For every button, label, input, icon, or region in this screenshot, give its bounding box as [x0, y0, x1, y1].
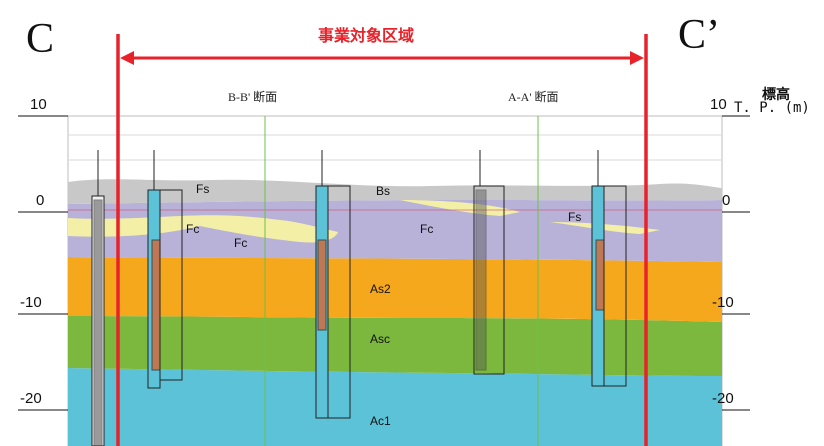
right-tick-minus-20: -20 — [712, 390, 734, 407]
borehole-2 — [147, 150, 183, 389]
layer-fs-lens-1 — [68, 215, 338, 243]
right-elevation-ticks — [722, 115, 750, 411]
elevation-title: 標高 — [762, 87, 790, 103]
layer-asc — [68, 316, 722, 376]
layer-label-fc-c: Fc — [420, 222, 434, 236]
aa-section-label: A-A' 断面 — [508, 90, 559, 104]
layer-label-asc: Asc — [370, 332, 391, 346]
borehole-4 — [473, 150, 505, 375]
borehole-3 — [315, 150, 351, 419]
left-tick-0: 0 — [36, 192, 45, 209]
layer-fs-lens-2 — [400, 200, 520, 216]
borehole-5 — [591, 150, 627, 387]
layer-fs-lens-3 — [550, 222, 660, 234]
elevation-unit: T. P. (m) — [734, 100, 810, 116]
right-marker-label: C’ — [678, 12, 720, 58]
layer-bs — [68, 179, 722, 204]
left-tick-minus-10: -10 — [20, 294, 42, 311]
borehole-1 — [91, 150, 105, 446]
layer-label-fs-left: Fs — [196, 182, 210, 196]
left-tick-minus-20: -20 — [20, 390, 42, 407]
layer-fc — [68, 200, 722, 262]
layer-label-bs: Bs — [376, 184, 391, 198]
arrowhead-left — [120, 51, 134, 65]
grid-lines — [68, 134, 722, 161]
arrowhead-right — [630, 51, 644, 65]
layer-label-ac1: Ac1 — [370, 414, 391, 428]
layer-label-fc-b: Fc — [234, 236, 248, 250]
layer-ac1 — [68, 368, 722, 446]
left-elevation-ticks — [18, 115, 68, 411]
layer-label-fs-right: Fs — [568, 210, 582, 224]
layer-as2 — [68, 257, 722, 322]
left-marker-label: C — [26, 16, 55, 62]
layer-label-fc-a: Fc — [186, 222, 200, 236]
bb-section-label: B-B' 断面 — [228, 90, 278, 104]
project-area-label: 事業対象区域 — [318, 26, 415, 45]
right-tick-0: 0 — [722, 192, 731, 209]
right-tick-10: 10 — [710, 96, 727, 113]
layer-label-as2: As2 — [370, 282, 391, 296]
right-tick-minus-10: -10 — [712, 294, 734, 311]
left-tick-10: 10 — [30, 96, 47, 113]
